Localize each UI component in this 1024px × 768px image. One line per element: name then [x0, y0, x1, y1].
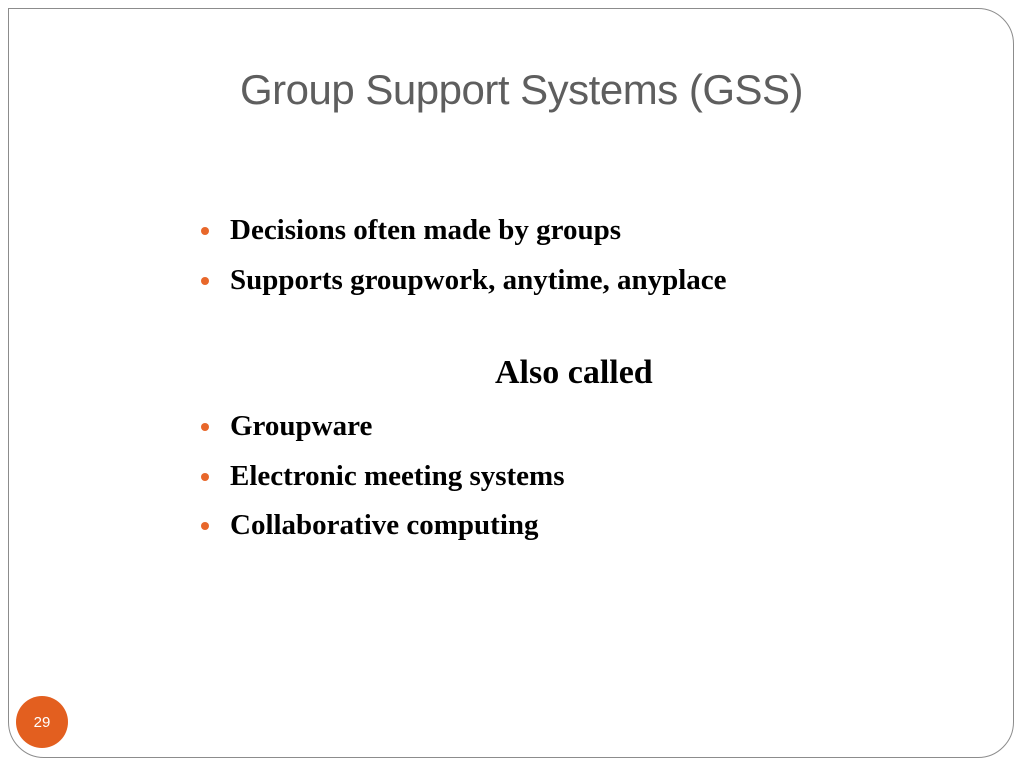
bullet-text: Electronic meeting systems: [230, 459, 565, 492]
bullet-dot-icon: [201, 227, 209, 235]
bullet-item: Collaborative computing: [198, 509, 565, 559]
bullet-list-top: Decisions often made by groups Supports …: [198, 214, 727, 313]
bullet-text: Decisions often made by groups: [230, 214, 621, 246]
bullet-dot-icon: [201, 522, 209, 530]
bullet-item: Electronic meeting systems: [198, 460, 565, 510]
page-number-badge: 29: [16, 696, 68, 748]
bullet-text: Collaborative computing: [230, 509, 539, 541]
bullet-item: Groupware: [198, 410, 565, 460]
bullet-dot-icon: [201, 276, 209, 285]
slide-title: Group Support Systems (GSS): [240, 66, 804, 113]
bullet-text: Supports groupwork, anytime, anyplace: [230, 263, 727, 296]
subheading-also-called: Also called: [495, 354, 653, 391]
bullet-item: Decisions often made by groups: [198, 214, 727, 264]
page-number: 29: [33, 713, 51, 731]
bullet-text: Groupware: [230, 410, 373, 442]
bullet-dot-icon: [201, 472, 209, 481]
bullet-item: Supports groupwork, anytime, anyplace: [198, 264, 727, 314]
slide-frame: [8, 8, 1014, 758]
bullet-list-bottom: Groupware Electronic meeting systems Col…: [198, 410, 565, 559]
bullet-dot-icon: [201, 423, 209, 431]
